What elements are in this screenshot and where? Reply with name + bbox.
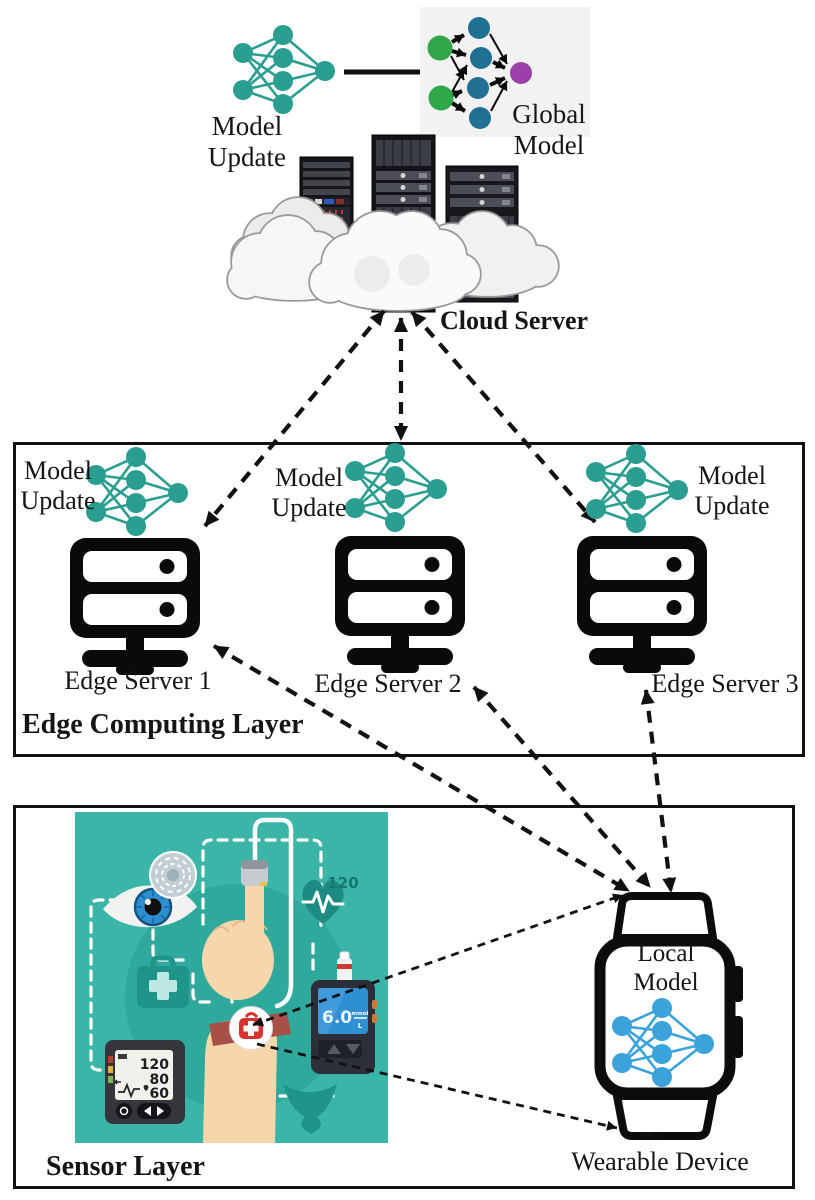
glucose-unit-top: mmol (351, 1011, 368, 1017)
body-silhouette-icon (283, 1084, 337, 1134)
edge-server-icon (577, 536, 707, 673)
cloud-model-update-label: Model Update (208, 111, 286, 173)
global-model-label: Global Model (512, 99, 586, 161)
model-update-icon (343, 441, 449, 534)
bp-systolic: 120 (140, 1057, 169, 1073)
edge-server-icon (70, 538, 200, 675)
sensor-wearable-link-bottom (256, 1042, 618, 1131)
glucose-unit-bottom: L (358, 1022, 363, 1030)
edge3-model-update-label: Model Update (694, 461, 770, 521)
first-aid-kit-icon (137, 955, 189, 1008)
cloud-server-label: Cloud Server (440, 306, 589, 335)
health-sensors-illustration: 120 (75, 812, 388, 1143)
bp-diastolic: 80 (150, 1072, 170, 1088)
sensor-layer-title: Sensor Layer (46, 1151, 205, 1182)
wearable-device-label: Wearable Device (571, 1147, 749, 1176)
cloud-edge1-arrow (203, 309, 386, 528)
cloud-edge3-arrow (410, 310, 597, 524)
model-update-icon (584, 442, 690, 535)
edge-server-icon (335, 536, 465, 673)
edge-layer-title: Edge Computing Layer (22, 709, 304, 740)
edge-server-1-label: Edge Server 1 (64, 666, 212, 695)
edge-server-2-label: Edge Server 2 (314, 669, 462, 698)
global-model-icon (420, 7, 590, 137)
smartwatch-icon (594, 892, 743, 1140)
sensor-wearable-link-top (252, 893, 624, 1027)
edge3-wearable-arrow (640, 689, 677, 893)
heart-rate-value: 120 (327, 874, 358, 892)
blood-pressure-monitor-icon: 120 80 60 (105, 1040, 185, 1124)
local-model-label: Local Model (633, 940, 699, 996)
fingerprint-icon (149, 851, 197, 899)
cloud-server-icon (226, 134, 560, 313)
edge1-model-update-label: Model Update (20, 456, 96, 516)
glucose-value: 6.0 (322, 1008, 352, 1028)
bp-pulse: 60 (150, 1086, 170, 1102)
model-update-icon (231, 23, 337, 116)
edge2-wearable-arrow (472, 685, 652, 889)
edge2-model-update-label: Model Update (271, 463, 347, 523)
edge-server-3-label: Edge Server 3 (651, 669, 799, 698)
